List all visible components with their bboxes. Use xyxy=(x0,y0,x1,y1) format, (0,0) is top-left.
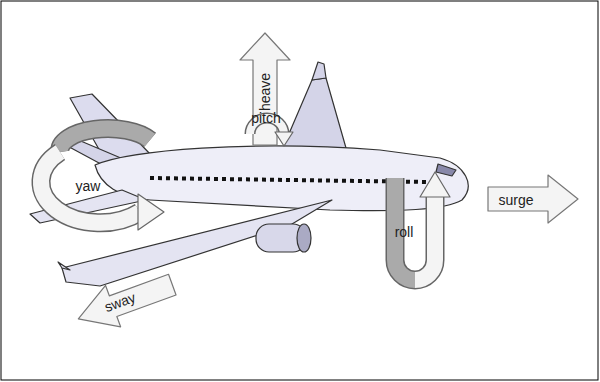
motion-arrows xyxy=(41,33,578,339)
heave-arrow xyxy=(240,33,290,145)
surge-arrow xyxy=(488,175,578,223)
winglet xyxy=(312,62,326,80)
yaw-band-outline xyxy=(60,129,150,152)
yaw-band-back xyxy=(60,129,150,152)
yaw-band-front xyxy=(41,152,140,223)
surge-label: surge xyxy=(498,193,533,207)
near-wing xyxy=(62,200,332,286)
cockpit-window xyxy=(436,164,456,176)
engine-intake xyxy=(297,224,311,252)
heave-label: heave xyxy=(258,73,272,111)
roll-label: roll xyxy=(395,225,414,239)
yaw-band-outline xyxy=(41,152,140,223)
roll-band-back xyxy=(395,178,415,280)
yaw-arrowhead xyxy=(138,194,164,230)
airplane xyxy=(30,62,468,286)
yaw-label: yaw xyxy=(76,179,101,193)
far-wing xyxy=(282,78,346,150)
sway-arrow-shape xyxy=(71,264,180,340)
wing-tip xyxy=(58,262,70,270)
sway-label: sway xyxy=(103,290,138,314)
sway-arrow xyxy=(71,264,180,340)
yaw-arrow xyxy=(41,129,164,230)
fuselage xyxy=(95,146,468,211)
roll-arrowhead xyxy=(420,172,450,197)
pitch-arrowhead xyxy=(275,132,293,146)
pitch-label: pitch xyxy=(251,111,281,125)
roll-arrow xyxy=(395,172,450,280)
roll-band-front xyxy=(415,196,435,280)
